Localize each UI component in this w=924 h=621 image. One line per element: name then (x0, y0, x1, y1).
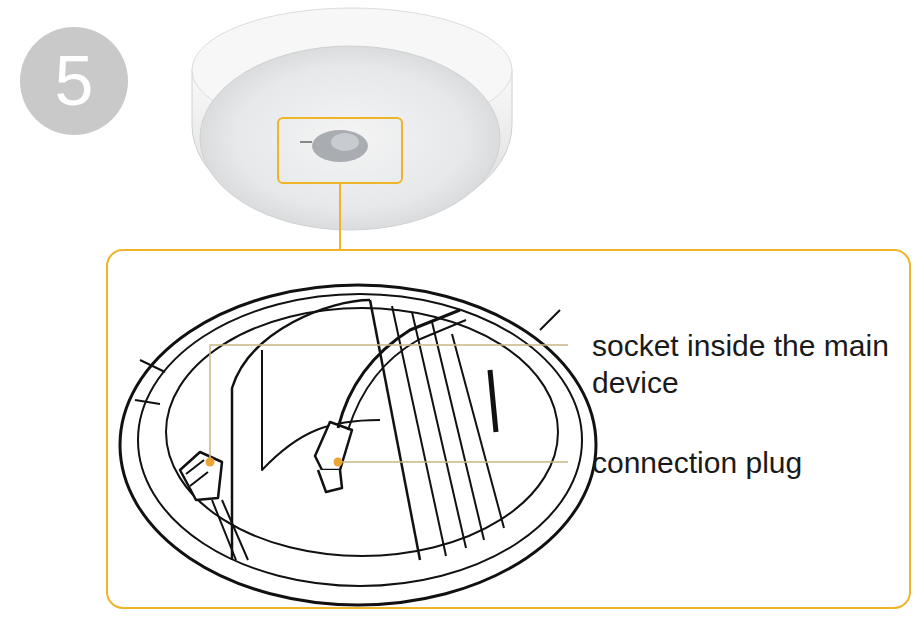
part-label: socket inside the main device (592, 327, 892, 401)
leader-dot (206, 458, 215, 467)
callout-frame (107, 250, 910, 608)
callout-line (339, 183, 341, 250)
highlight-box (278, 118, 402, 183)
device-photo (192, 8, 512, 230)
step-number: 5 (55, 46, 94, 116)
detail-drawing (120, 285, 596, 605)
part-label: connection plug (592, 444, 892, 481)
step-circle: 5 (20, 27, 128, 135)
leader-dot (334, 458, 343, 467)
leader-line (210, 345, 568, 462)
